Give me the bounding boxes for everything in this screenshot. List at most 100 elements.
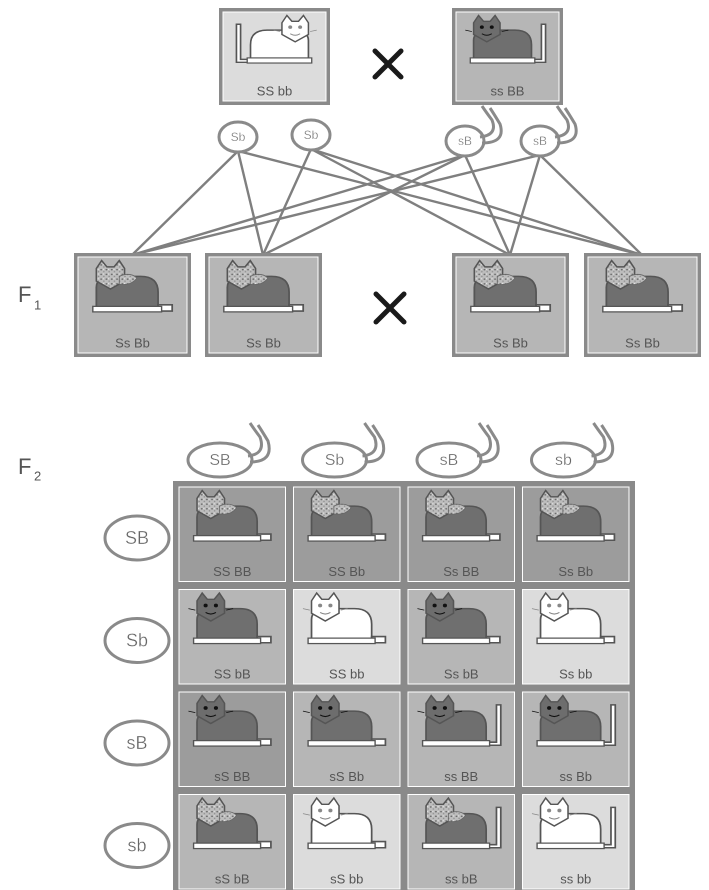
genotype-label: sS BB [214,769,250,784]
cat-icon [465,14,547,64]
cat-icon [235,14,317,64]
f2-cell-3-2: sS Bb [289,688,404,791]
cat-mouth [289,33,301,36]
gamete-outline [103,719,171,767]
cat-spot [447,503,467,515]
cat-head [226,259,257,290]
cat-head [281,14,310,43]
cat-base [421,637,491,645]
gamete-label: Sb [231,130,246,144]
f2-sperm-gamete-1: SB [186,422,271,479]
f1-cat-3: Ss Bb [452,253,569,357]
cat-base [223,305,294,313]
cat-icon [302,694,387,747]
cat-whisker [417,710,425,714]
cat-head [310,796,340,827]
cat-icon [417,694,502,747]
f2-cell-4-3: ss bB [404,790,519,890]
genotype-label: Ss Bb [493,335,528,350]
parent-gamete-2: Sb [290,118,332,152]
f2-sperm-gamete-2: Sb [301,422,386,479]
cat-base [602,305,673,313]
genotype-label: Ss bb [559,666,592,681]
sperm-tail [249,424,271,464]
cat-icon [192,796,272,850]
sperm-tail [247,422,263,458]
f1-cat-4: Ss Bb [584,253,701,357]
sperm-tail [476,422,492,458]
inheritance-line [131,153,466,257]
cat-icon [421,796,502,850]
inheritance-line [131,150,239,256]
cat-icon [92,259,174,313]
genotype-label: Ss Bb [558,564,593,579]
cat-head [472,14,501,43]
cat-whisker [531,813,539,816]
cat-head [425,694,455,725]
cat-icon [223,259,305,313]
cat-head [310,694,340,725]
genotype-label: ss bb [560,871,591,886]
cat-whisker [569,710,577,714]
cat-eye [442,706,447,710]
cat-eye [318,706,323,710]
gamete-inner [107,518,167,558]
f2-cell-2-1: SS bB [175,585,290,688]
cat-spot [218,811,238,822]
cat-mouth [548,714,560,718]
inheritance-lines [131,147,643,257]
gamete-label: Sb [126,630,148,650]
genotype-label: sS Bb [329,769,364,784]
gamete-outline [444,124,486,158]
cat-icon [417,591,501,645]
genotype-label: Ss BB [443,564,479,579]
parent-gamete-4: sB [519,105,578,158]
cat-head [310,489,340,520]
cat-eye [213,706,218,710]
cat-spot [496,273,516,285]
cat-head [196,591,226,622]
gamete-inner [305,445,364,475]
cat-mouth [319,612,331,615]
f2-cell-1-4: Ss Bb [518,483,633,586]
cat-eye [442,603,447,608]
genotype-label: SS Bb [328,564,365,579]
cat-whisker [417,608,425,611]
cat-whisker [455,608,463,611]
sperm-tail [593,424,615,464]
parent-gamete-3: sB [444,105,503,158]
genotype-label: ss bB [445,871,478,886]
cat-base [192,637,262,645]
genotype-label: SS bb [329,666,364,681]
cat-eye [318,808,323,813]
cat-eye [489,25,494,29]
cat-spot [562,503,581,515]
f1-cat-1: Ss Bb [74,253,191,357]
inheritance-line [262,153,466,257]
cat-base [192,739,262,747]
sperm-tail [591,422,607,458]
cat-mouth [205,612,217,615]
cat-mouth [319,714,331,718]
f2-egg-gamete-2: Sb [103,617,171,664]
cat-mouth [205,714,217,718]
cat-whisker [501,29,509,32]
gamete-outline [301,441,368,479]
cat-head [196,489,226,520]
f2-cell-3-4: ss Bb [518,688,633,791]
cat-whisker [531,608,539,611]
cat-base [536,637,605,645]
cat-base [307,637,376,645]
cat-eye [203,706,208,710]
cat-base [307,739,376,747]
cat-base [536,739,605,747]
gamete-inner [107,826,167,865]
cat-mouth [434,612,446,615]
cat-whisker [455,710,463,714]
cat-mouth [319,817,331,820]
cat-whisker [188,608,196,611]
cat-base [536,842,605,850]
cross-symbol [373,291,407,325]
genotype-label: Ss bB [444,666,479,681]
